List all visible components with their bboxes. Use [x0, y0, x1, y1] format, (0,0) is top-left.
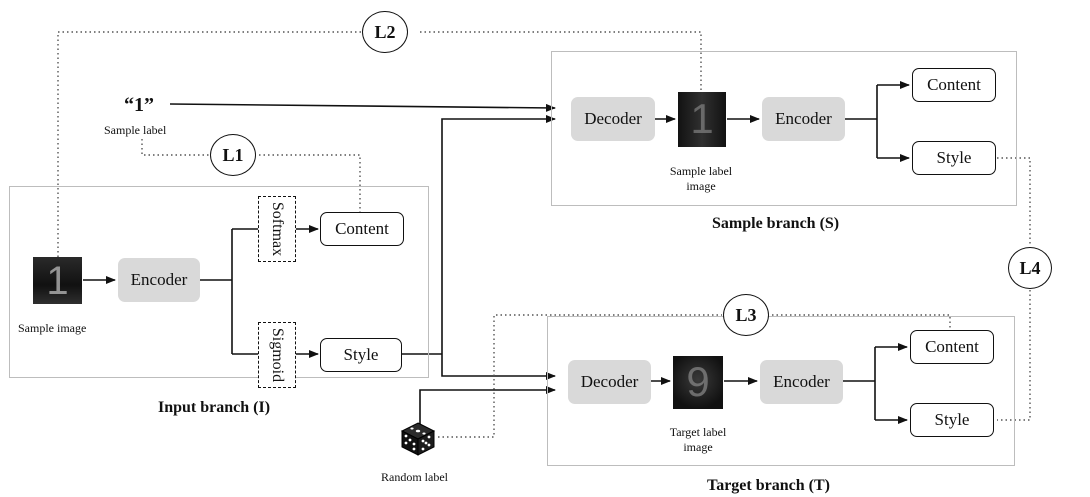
sample-image-caption: Sample image	[18, 321, 87, 335]
arrow-style-to-sample-decoder	[441, 115, 556, 354]
sample-label-image-digit: 1	[690, 95, 714, 142]
loss-l1-node: L1	[210, 134, 256, 176]
input-encoder-block: Encoder	[118, 258, 200, 302]
target-decoder-block: Decoder	[568, 360, 651, 404]
target-branch-title: Target branch (T)	[707, 477, 830, 494]
line-sample-encoder-split	[845, 85, 878, 158]
sample-style-block: Style	[912, 141, 996, 175]
softmax-label: Softmax	[269, 201, 286, 257]
sample-encoder-block: Encoder	[762, 97, 845, 141]
sample-branch-title: Sample branch (S)	[712, 215, 840, 232]
input-style-block: Style	[320, 338, 402, 372]
target-branch-frame	[547, 316, 1015, 466]
target-label-image-caption-text: Target label image	[669, 425, 727, 454]
target-label-image: 9	[673, 356, 723, 409]
sample-content-block: Content	[912, 68, 996, 102]
arrow-label-to-sample-decoder	[169, 103, 556, 112]
sample-image: 1	[33, 257, 82, 304]
sample-branch-frame	[551, 51, 1017, 206]
line-encoder-split	[200, 229, 233, 354]
sigmoid-block: Sigmoid	[258, 322, 296, 388]
target-content-block: Content	[910, 330, 994, 364]
sample-label-image-caption: Sample label image	[666, 164, 736, 194]
loss-l3-node: L3	[723, 294, 769, 336]
dotted-l4	[997, 157, 1031, 421]
line-target-encoder-split	[843, 347, 876, 420]
target-encoder-block: Encoder	[760, 360, 843, 404]
sample-decoder-block: Decoder	[571, 97, 655, 141]
random-label-caption: Random label	[381, 470, 448, 484]
dotted-l3	[438, 314, 951, 438]
target-style-block: Style	[910, 403, 994, 437]
sample-label-text: “1”	[124, 94, 154, 116]
dice-icon	[400, 422, 436, 456]
sample-label-image: 1	[678, 92, 726, 147]
sample-label-image-caption-text: Sample label image	[669, 164, 733, 193]
sigmoid-label: Sigmoid	[269, 327, 287, 383]
arrow-style-to-target-decoder	[441, 354, 556, 380]
loss-l2-node: L2	[362, 11, 408, 53]
sample-label-caption: Sample label	[104, 123, 167, 137]
loss-l4-node: L4	[1008, 247, 1052, 289]
target-label-image-digit: 9	[686, 358, 710, 405]
input-branch-title: Input branch (I)	[158, 399, 271, 416]
input-branch-frame	[9, 186, 429, 378]
arrow-random-to-target-decoder	[419, 386, 556, 425]
dotted-l2	[57, 31, 702, 257]
sample-image-digit: 1	[46, 259, 69, 303]
dotted-l1	[141, 139, 361, 212]
softmax-block: Softmax	[258, 196, 296, 262]
target-label-image-caption: Target label image	[662, 425, 734, 455]
input-content-block: Content	[320, 212, 404, 246]
